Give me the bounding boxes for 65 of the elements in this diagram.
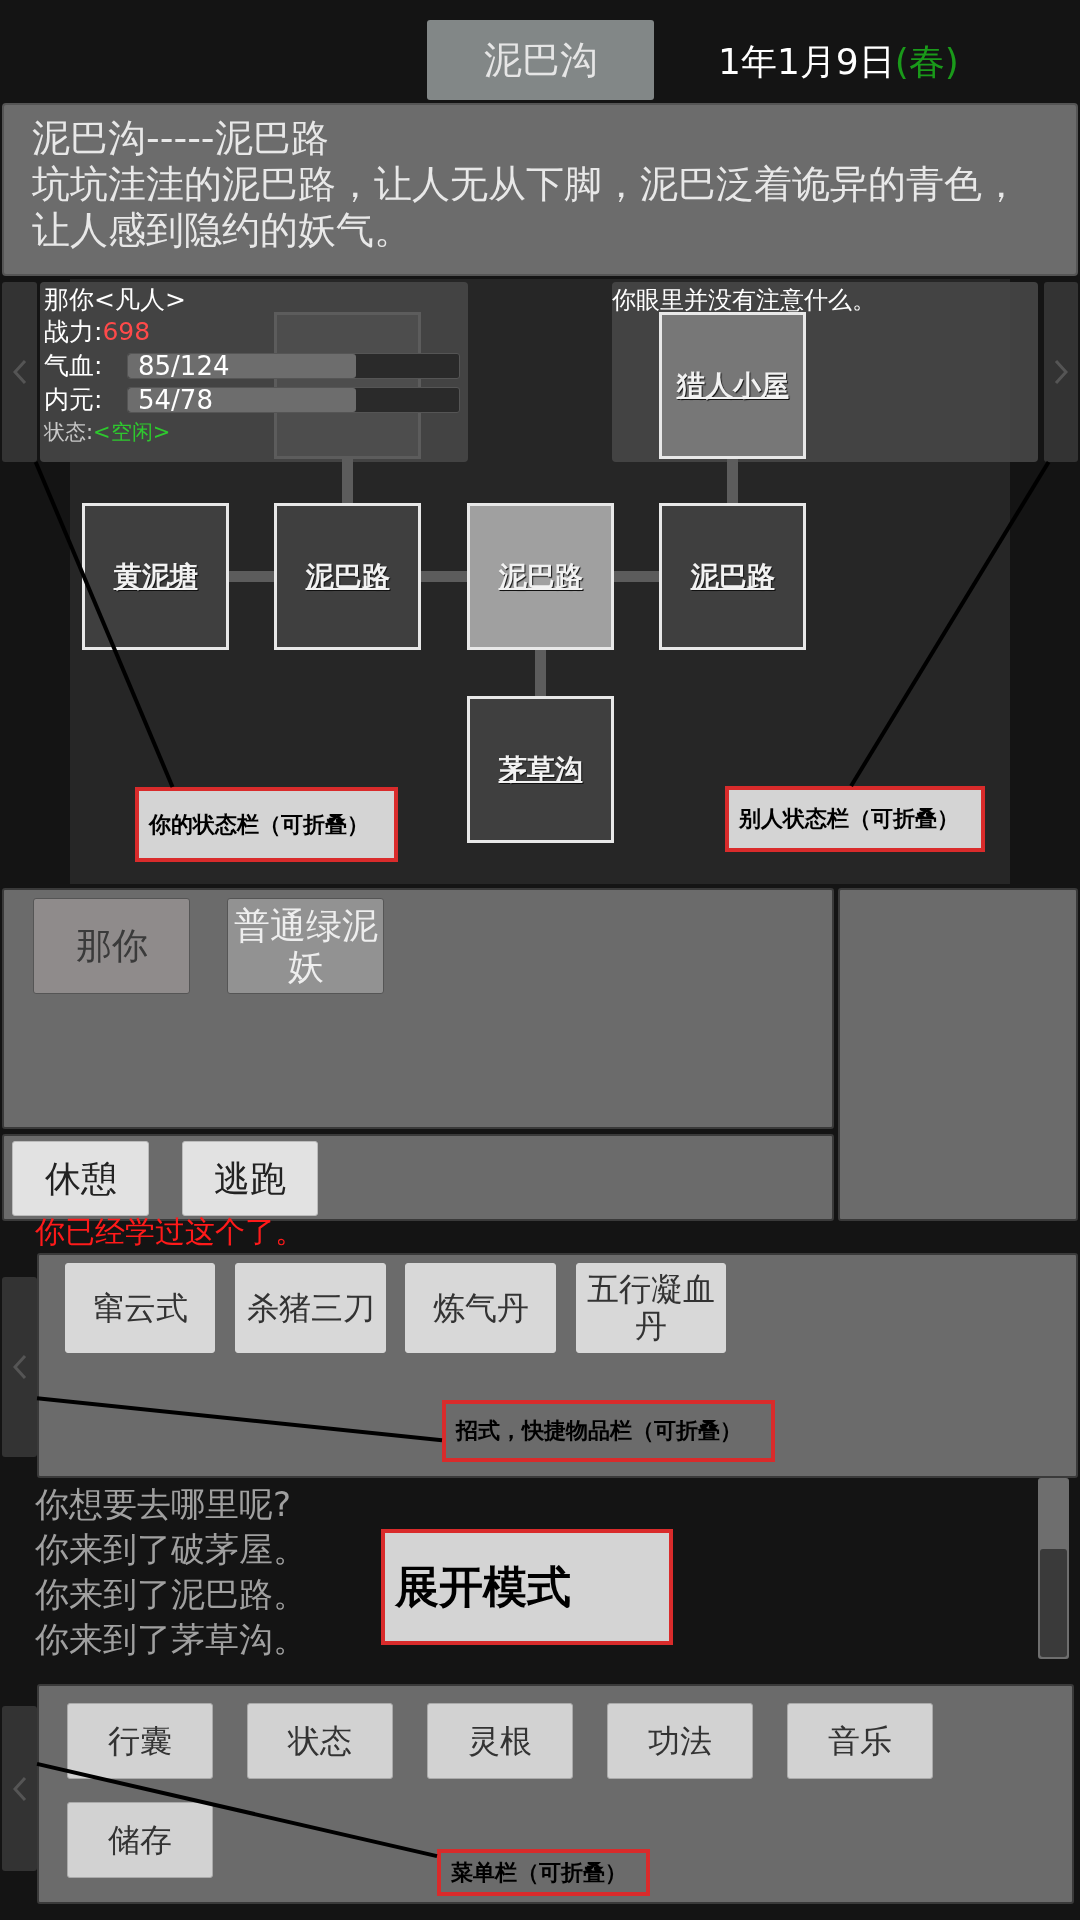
leader-line (33, 461, 175, 788)
map-path (535, 650, 546, 696)
system-message: 你已经学过这个了。 (35, 1214, 305, 1250)
menu-button: 功法 (607, 1703, 753, 1779)
log-line: 你来到了茅草沟。 (35, 1618, 307, 1661)
annotation-box (381, 1529, 673, 1645)
leader-line (36, 1396, 443, 1443)
status-text: 状态: (44, 419, 94, 446)
leader-line (36, 1761, 438, 1859)
annotation-box (437, 1849, 650, 1896)
annotation-box (135, 787, 398, 862)
map-path (421, 571, 467, 582)
annotation-text: 你的状态栏（可折叠） (149, 810, 369, 839)
menu-button: 储存 (67, 1802, 213, 1878)
location-banner (427, 20, 654, 100)
menu-button: 音乐 (787, 1703, 933, 1779)
leader-line (849, 460, 1051, 788)
description-panel (2, 103, 1078, 276)
status-text: 气血: (44, 350, 103, 382)
log-line: 你来到了破茅屋。 (35, 1528, 307, 1571)
status-text: <空闲> (93, 419, 171, 446)
collapse-tab (2, 1706, 37, 1871)
unit-button: 那你 (33, 898, 190, 994)
map-room-button: 泥巴路 (659, 503, 806, 650)
skill-button: 杀猪三刀 (235, 1263, 386, 1353)
map-room-button: 泥巴路 (274, 503, 421, 650)
location-heading: 泥巴沟-----泥巴路 (32, 115, 330, 161)
location-description: 坑坑洼洼的泥巴路，让人无从下脚，泥巴泛着诡异的青色，让人感到隐约的妖气。 (32, 161, 1021, 253)
status-text: 698 (102, 316, 151, 348)
player-status-panel (40, 282, 468, 462)
skill-button: 窜云式 (65, 1263, 215, 1353)
collapse-tab (2, 1277, 37, 1457)
collapse-tab (2, 282, 37, 462)
skill-button: 炼气丹 (405, 1263, 556, 1353)
stat-value: 85/124 (138, 351, 230, 381)
date-text: 1年1月9日 (718, 40, 895, 84)
location-name: 泥巴沟 (483, 36, 598, 84)
annotation-box (442, 1400, 775, 1462)
status-text: 内元: (44, 384, 103, 416)
annotation-box (725, 786, 985, 852)
annotation-text: 别人状态栏（可折叠） (739, 805, 959, 833)
map-path (614, 571, 659, 582)
annotation-text: 展开模式 (395, 1559, 571, 1614)
collapse-tab (1044, 282, 1078, 462)
menu-button: 状态 (247, 1703, 393, 1779)
annotation-text: 招式，快捷物品栏（可折叠） (456, 1417, 742, 1445)
unit-button: 普通绿泥妖 (227, 898, 384, 994)
menu-button: 行囊 (67, 1703, 213, 1779)
annotation-text: 菜单栏（可折叠） (451, 1858, 627, 1887)
status-text: 战力: (44, 316, 103, 348)
map-room-button: 茅草沟 (467, 696, 614, 843)
skill-button: 五行凝血丹 (576, 1263, 726, 1353)
log-line: 你想要去哪里呢? (35, 1483, 293, 1526)
action-button: 休憩 (12, 1141, 149, 1216)
map-room-button: 泥巴路 (467, 503, 614, 650)
map-path (342, 459, 353, 503)
season-text: (春) (894, 40, 959, 84)
action-button: 逃跑 (182, 1141, 318, 1216)
log-line: 你来到了泥巴路。 (35, 1573, 307, 1616)
stat-value: 54/78 (138, 385, 213, 415)
map-path (727, 459, 738, 503)
status-text: 那你<凡人> (44, 284, 186, 316)
menu-button: 灵根 (427, 1703, 573, 1779)
map-room-button: 黄泥塘 (82, 503, 229, 650)
map-path (229, 571, 274, 582)
